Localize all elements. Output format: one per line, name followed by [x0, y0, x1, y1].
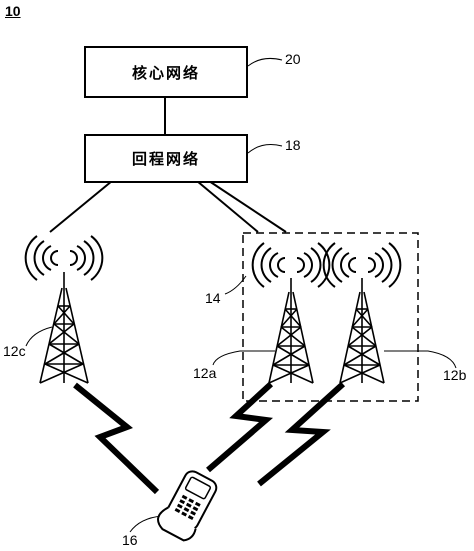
core-network-label: 核心网络	[131, 63, 200, 82]
leader-14	[224, 275, 247, 295]
core-network-box: 核心网络	[84, 46, 248, 98]
ref-core-network: 20	[285, 51, 301, 67]
leader-20	[247, 58, 283, 67]
signal-waves-icon	[322, 242, 402, 288]
leader-18	[247, 144, 283, 154]
mobile-phone-icon	[157, 470, 218, 542]
radio-link-12b	[257, 381, 346, 487]
ref-backhaul-network: 18	[285, 137, 301, 153]
radio-link-12c	[73, 382, 160, 495]
ref-tower-12c: 12c	[3, 343, 26, 359]
tower-12a	[251, 242, 331, 384]
ref-group: 14	[205, 290, 221, 306]
backhaul-tower-12c-link	[49, 180, 113, 233]
signal-waves-icon	[251, 242, 331, 288]
antenna-tower-icon	[39, 272, 89, 384]
figure-label: 10	[5, 3, 21, 19]
backhaul-group-link-b	[208, 180, 287, 233]
leader-12b	[384, 350, 457, 369]
ref-device: 16	[122, 532, 138, 548]
backhaul-group-link-a	[196, 180, 259, 233]
tower-12b	[322, 242, 402, 384]
radio-link-12a	[206, 381, 274, 473]
backhaul-network-label: 回程网络	[131, 150, 200, 168]
antenna-tower-icon	[268, 278, 314, 384]
ref-tower-12b: 12b	[443, 367, 467, 383]
signal-waves-icon	[24, 235, 104, 281]
antenna-tower-icon	[339, 278, 385, 384]
leader-12a	[212, 350, 275, 366]
leader-12c	[25, 326, 53, 347]
ref-tower-12a: 12a	[193, 365, 217, 381]
group-14-box	[242, 232, 419, 402]
tower-12c	[24, 235, 104, 384]
backhaul-network-box: 回程网络	[84, 134, 248, 183]
